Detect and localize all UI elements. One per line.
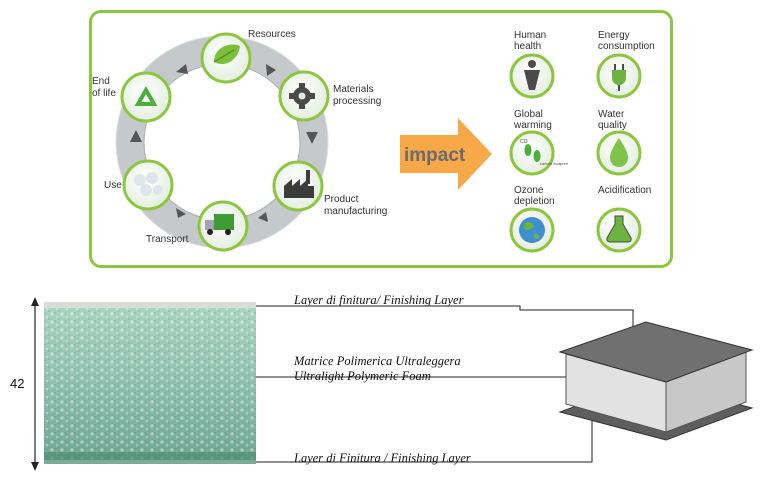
leader-top-layer — [256, 305, 634, 352]
stage-label-resources: Resources — [248, 29, 296, 40]
impact-label-human-health-line2: health — [514, 41, 541, 52]
thickness-dimension: 42 — [10, 297, 39, 471]
impact-arrow: impact — [400, 118, 492, 190]
impact-label-global-warming-line1: Global — [514, 109, 543, 120]
stage-end-of-life: End of life — [92, 71, 172, 123]
impact-water-quality: Water quality — [596, 109, 642, 176]
stage-label-materials-line1: Materials — [333, 84, 374, 95]
recycle-icon — [134, 85, 158, 106]
impact-ozone-depletion: Ozone depletion — [509, 185, 555, 253]
arrow-transport-to-use — [176, 208, 186, 218]
stage-label-endoflife-line2: of life — [92, 88, 116, 99]
impact-label-ozone-line1: Ozone — [514, 185, 544, 196]
stage-materials-processing: Materials processing — [278, 70, 381, 122]
stage-label-endoflife-line1: End — [92, 76, 110, 87]
power-plug-icon — [612, 64, 626, 91]
stage-label-use: Use — [104, 180, 122, 191]
impact-label-human-health-line1: Human — [514, 30, 546, 41]
impact-label-energy-line1: Energy — [598, 30, 630, 41]
factory-icon — [284, 170, 314, 198]
flask-icon — [606, 215, 632, 243]
human-body-icon — [524, 60, 540, 90]
stage-product-manufacturing: Product manufacturing — [272, 160, 387, 217]
impact-label-energy-line2: consumption — [598, 41, 655, 52]
impact-human-health: Human health — [509, 30, 555, 99]
stage-label-manufacturing-line1: Product — [324, 194, 359, 205]
leader-bottom-layer — [256, 416, 593, 463]
arrow-materials-to-manufacturing — [306, 132, 318, 144]
truck-icon — [205, 214, 234, 235]
carbon-footprint-icon — [524, 144, 541, 162]
badge-co-text: CO — [520, 139, 528, 145]
label-core-line2: Ultralight Polymeric Foam — [294, 369, 431, 383]
globe-icon — [519, 217, 545, 243]
panel-3d-illustration — [558, 321, 754, 441]
gear-icon — [289, 83, 315, 109]
arrow-manufacturing-to-transport — [258, 212, 268, 222]
stage-transport: Transport — [146, 200, 249, 252]
thickness-value: 42 — [10, 376, 24, 391]
stage-label-manufacturing-line2: manufacturing — [324, 206, 387, 217]
arrow-resources-to-materials — [266, 64, 276, 76]
leader-lines — [256, 305, 636, 463]
impact-acidification: Acidification — [596, 185, 651, 253]
stage-label-materials-line2: processing — [333, 96, 381, 107]
arrow-endoflife-to-resources — [176, 64, 188, 74]
label-core-line1: Matrice Polimerica Ultraleggera — [293, 354, 461, 368]
water-drop-icon — [610, 138, 628, 167]
badge-footprint-text: carbon footprint — [540, 161, 569, 166]
impact-label-ozone-line2: depletion — [514, 196, 555, 207]
impact-global-warming: Global warming CO carbon footprint — [509, 109, 569, 176]
impact-arrow-label: impact — [404, 145, 466, 166]
impact-energy-consumption: Energy consumption — [596, 30, 655, 99]
impact-label-water-line1: Water — [598, 109, 625, 120]
impact-label-global-warming-line2: warming — [513, 120, 552, 131]
stage-resources: Resources — [200, 29, 296, 84]
label-bottom-finishing-layer: Layer di Finitura / Finishing Layer — [293, 451, 471, 465]
label-top-finishing-layer: Layer di finitura/ Finishing Layer — [293, 293, 464, 307]
impact-label-acidification: Acidification — [598, 185, 651, 196]
stage-label-transport: Transport — [146, 234, 189, 245]
ring-arrows — [130, 64, 318, 222]
foam-cross-section-photo — [44, 302, 256, 464]
foam-material-icon — [134, 172, 163, 196]
arrow-use-to-endoflife — [130, 130, 142, 142]
impact-label-water-line2: quality — [598, 120, 627, 131]
stage-use: Use — [104, 159, 174, 211]
